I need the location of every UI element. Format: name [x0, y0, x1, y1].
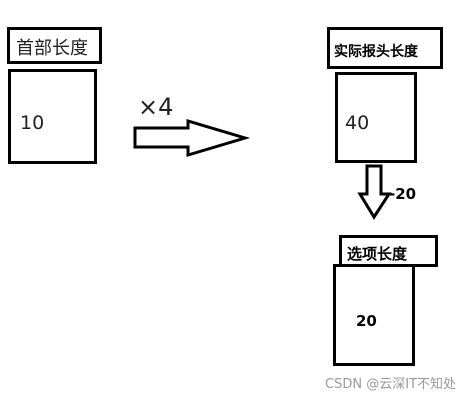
subtract-label: -20 — [389, 185, 417, 203]
option-length-title-box — [339, 235, 438, 267]
header-length-title: 首部长度 — [16, 38, 88, 59]
actual-header-length-value-box — [335, 72, 417, 163]
multiply-label: ×4 — [138, 93, 174, 121]
actual-header-length-title: 实际报头长度 — [334, 44, 418, 60]
down-arrow-icon — [357, 164, 392, 220]
header-length-value-box — [8, 69, 97, 164]
option-length-title: 选项长度 — [347, 245, 408, 263]
actual-header-length-value: 40 — [345, 112, 370, 134]
right-arrow-icon — [133, 118, 251, 158]
option-length-value-box — [333, 264, 415, 366]
actual-header-length-title-box — [327, 27, 443, 69]
watermark: CSDN @云深IT不知处 — [325, 377, 456, 392]
header-length-title-box — [7, 27, 102, 64]
option-length-value: 20 — [356, 312, 377, 330]
header-length-value: 10 — [20, 112, 45, 134]
